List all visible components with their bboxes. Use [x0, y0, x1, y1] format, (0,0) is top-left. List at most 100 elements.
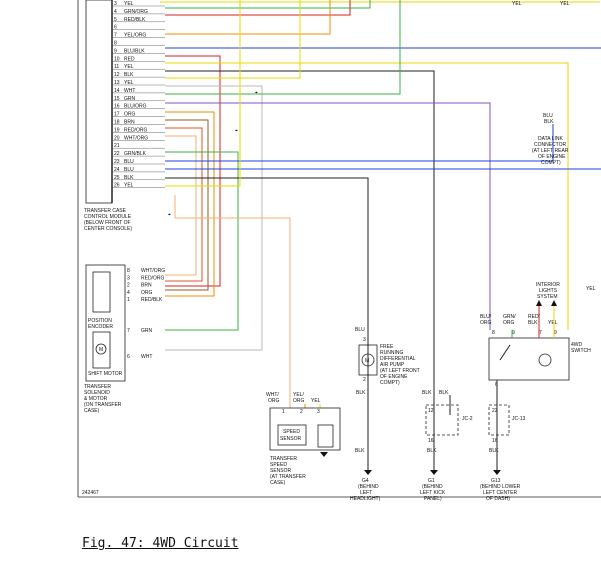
encoder-pin-number: 8: [127, 268, 130, 274]
encoder-pin-wire-label: RED/ORG: [141, 275, 164, 281]
jc13-box: [488, 404, 510, 436]
tcm-pin-number: 16: [114, 104, 120, 110]
svg-text:CONTROL MODULE: CONTROL MODULE: [84, 214, 132, 220]
tcm-pin-number: 10: [114, 56, 120, 62]
wire-pin10: [165, 55, 221, 287]
svg-text:TRANSFER: TRANSFER: [84, 384, 111, 390]
tcm-pin-wire-label: YEL: [124, 1, 134, 7]
svg-text:LEFT KICK: LEFT KICK: [420, 490, 446, 496]
motor-icon: [95, 343, 107, 355]
pin-label: 2: [300, 409, 303, 415]
motor-m: M: [99, 347, 103, 353]
encoder-pin-wire-label: BRN: [141, 283, 152, 289]
tcm-pin-number: 23: [114, 159, 120, 165]
tcm-pin-wire-label: GRN/BLK: [124, 151, 147, 157]
sensor-inner-label: SPEED: [283, 429, 300, 435]
wire-label: BLK: [355, 448, 365, 454]
jc2-box: [425, 404, 459, 436]
tcm-pin-number: 20: [114, 135, 120, 141]
motor-label: SHIFT MOTOR: [88, 371, 123, 377]
switch-label: SWITCH: [571, 348, 591, 354]
wire-pin12: [165, 70, 435, 395]
svg-text:SPEED: SPEED: [270, 462, 287, 468]
wire-label: BLK: [489, 448, 499, 454]
svg-text:(BEHIND LOWER: (BEHIND LOWER: [480, 484, 521, 490]
interior-label: INTERIOR LIGHTS SYSTEM: [536, 282, 560, 300]
wire-pin7: [165, 0, 331, 35]
tcm-pin-number: 18: [114, 120, 120, 126]
encoder-pin-number: 4: [127, 290, 130, 296]
svg-text:(AT TRANSFER: (AT TRANSFER: [270, 474, 306, 480]
sensor-inner-label: SENSOR: [280, 436, 302, 442]
wire-pin17: [165, 111, 215, 297]
wire-pin18: [165, 119, 209, 291]
tcm-wires: ⌖ ⌖ ⌖ YEL YEL YEL: [160, 0, 601, 408]
tcm-pin-number: 11: [114, 64, 119, 70]
svg-text:PANEL): PANEL): [424, 496, 442, 502]
wire-pin4: [165, 0, 371, 9]
svg-text:AIR PUMP: AIR PUMP: [380, 362, 405, 368]
svg-text:LEFT CENTER: LEFT CENTER: [483, 490, 517, 496]
encoder-pin-number: 1: [127, 297, 130, 303]
encoder-pin-wire-label: RED/BLK: [141, 297, 163, 303]
wire-pin20: [165, 135, 197, 276]
tcm-pin-wire-label: YEL/ORG: [124, 33, 146, 39]
tcm-pin-number: 7: [114, 33, 117, 39]
tcm-pin-wire-label: WHT: [124, 88, 135, 94]
arrow-icon: [536, 300, 542, 306]
pin-label: 16: [428, 438, 434, 444]
svg-text:TRANSFER CASE: TRANSFER CASE: [84, 208, 127, 214]
svg-text:(ON TRANSFER: (ON TRANSFER: [84, 402, 122, 408]
wire-speed-wht-org: [175, 217, 291, 408]
wire-pin19: [165, 127, 203, 282]
pump-motor-icon: [361, 353, 375, 367]
wire-pin22: [165, 151, 239, 331]
svg-text:(AT LEFT FRONT: (AT LEFT FRONT: [380, 368, 420, 374]
solenoid-box: [85, 264, 126, 382]
svg-text:HEADLIGHT): HEADLIGHT): [350, 496, 381, 502]
svg-text:CASE): CASE): [84, 408, 100, 414]
pin-label: 22: [492, 408, 498, 414]
tcm-box: [85, 0, 113, 204]
wire-label: YEL: [512, 1, 522, 7]
ground-g1: G1 (BEHIND LEFT KICK PANEL): [420, 470, 446, 502]
encoder-pin-number: 2: [127, 283, 130, 289]
pin-label: 16: [492, 438, 498, 444]
pin-label: 3: [363, 337, 366, 343]
svg-text:COMPT): COMPT): [380, 380, 400, 386]
svg-text:G1: G1: [428, 478, 435, 484]
tcm-pin-number: 26: [114, 183, 120, 189]
ground-g13: G13 (BEHIND LOWER LEFT CENTER OF DASH): [480, 470, 521, 502]
tcm-pin-number: 19: [114, 127, 120, 133]
svg-text:LIGHTS: LIGHTS: [539, 288, 558, 294]
tcm-pin-wire-label: BLU: [124, 167, 134, 173]
tcm-pin-number: 24: [114, 167, 120, 173]
encoder-pin-wire-label: WHT/ORG: [141, 268, 165, 274]
tcm-pin-wire-label: YEL: [124, 183, 134, 189]
tcm-pin-wire-label: RED: [124, 56, 135, 62]
pump-label: FREE RUNNING DIFFERENTIAL AIR PUMP (AT L…: [380, 344, 420, 386]
tcm-pin-number: 9: [114, 48, 117, 54]
encoder-label: ENCODER: [88, 324, 113, 330]
tcm-pin-wire-label: YEL: [124, 64, 134, 70]
wire-label: YEL: [548, 320, 558, 326]
tcm-pin-number: 22: [114, 151, 120, 157]
svg-text:FREE: FREE: [380, 344, 394, 350]
svg-text:(BELOW FRONT OF: (BELOW FRONT OF: [84, 220, 131, 226]
wire-label: BLK: [356, 390, 366, 396]
tcm-pin-wire-label: RED/ORG: [124, 127, 147, 133]
svg-text:RUNNING: RUNNING: [380, 350, 403, 356]
svg-text:OF DASH): OF DASH): [486, 496, 510, 502]
splice-mark: ⌖: [168, 212, 171, 218]
pin-label: 8: [492, 330, 495, 336]
motor-pin-number: 7: [127, 328, 130, 334]
tcm-pin-number: 4: [114, 9, 117, 15]
speed-sensor-label: TRANSFER SPEED SENSOR (AT TRANSFER CASE): [270, 456, 306, 486]
tcm-pin-wire-label: BLU: [124, 159, 134, 165]
svg-text:CENTER CONSOLE): CENTER CONSOLE): [84, 226, 132, 232]
motor-pin-wire-label: WHT: [141, 354, 152, 360]
pin-label: 1: [282, 409, 285, 415]
